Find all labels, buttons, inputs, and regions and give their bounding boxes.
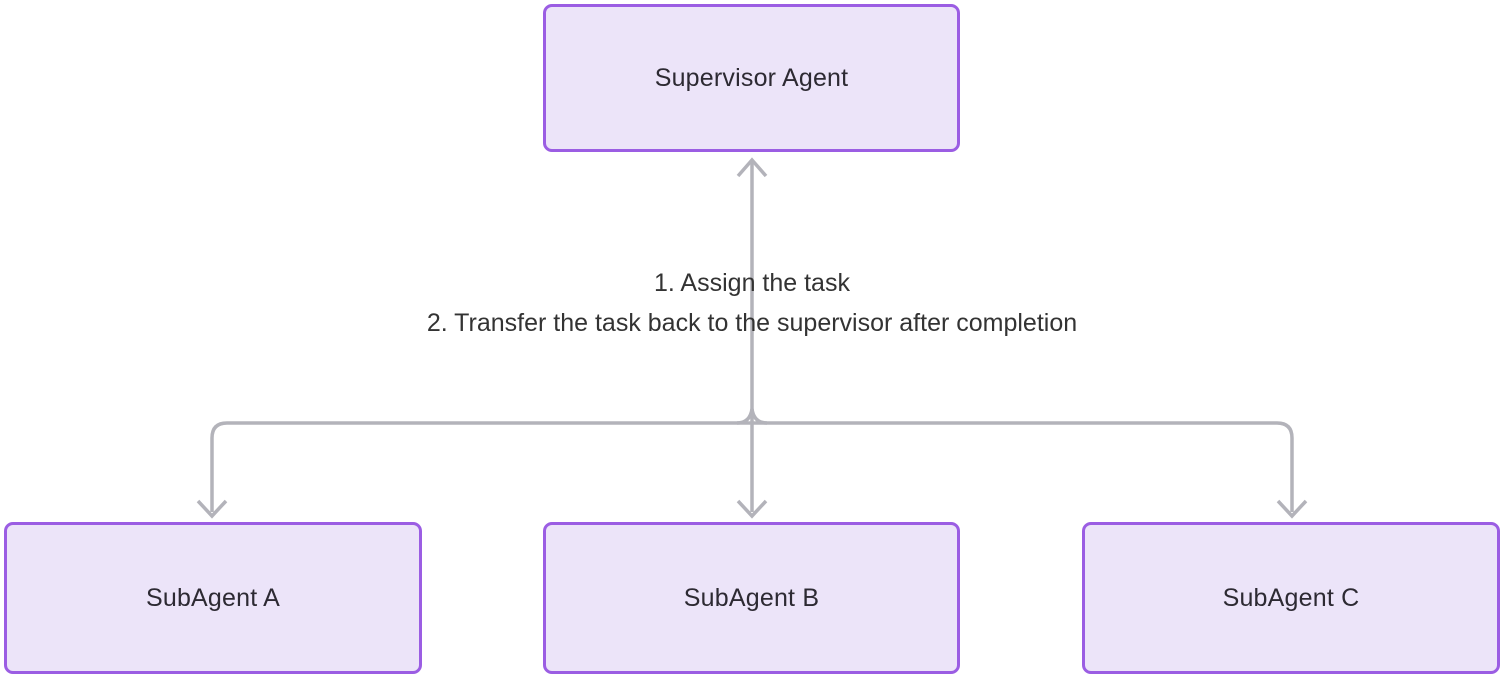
node-supervisor-agent-label: Supervisor Agent bbox=[654, 63, 849, 92]
node-subagent-c-label: SubAgent C bbox=[1222, 583, 1360, 612]
arrowhead-down-subagent-b-icon bbox=[736, 499, 768, 519]
node-supervisor-agent: Supervisor Agent bbox=[543, 4, 960, 152]
edge-label: 1. Assign the task 2. Transfer the task … bbox=[0, 263, 1504, 343]
arrowhead-down-subagent-a-icon bbox=[196, 499, 228, 519]
edge-branch-line bbox=[210, 421, 1294, 512]
node-subagent-c: SubAgent C bbox=[1082, 522, 1500, 674]
edge-junction-fillet-left bbox=[736, 408, 754, 425]
node-subagent-a-label: SubAgent A bbox=[145, 583, 281, 612]
edge-label-line-2: 2. Transfer the task back to the supervi… bbox=[426, 309, 1078, 337]
arrowhead-up-supervisor-icon bbox=[736, 157, 768, 178]
node-subagent-b-label: SubAgent B bbox=[683, 583, 820, 612]
node-subagent-b: SubAgent B bbox=[543, 522, 960, 674]
node-subagent-a: SubAgent A bbox=[4, 522, 422, 674]
arrowhead-down-subagent-c-icon bbox=[1276, 499, 1308, 519]
edge-label-line-1: 1. Assign the task bbox=[654, 269, 850, 297]
edge-junction-fillet-right bbox=[750, 408, 768, 425]
